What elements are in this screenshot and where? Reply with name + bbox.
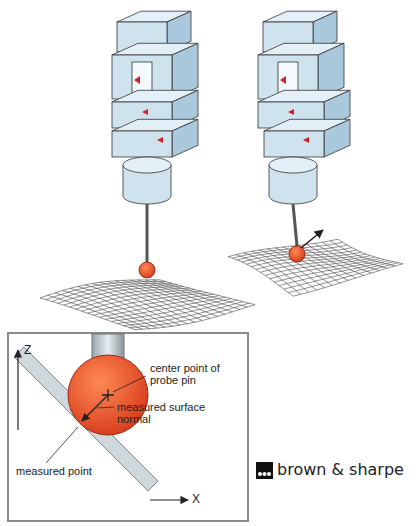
callout-label: center point of probe pin (150, 362, 238, 386)
block-side (324, 119, 350, 157)
axis-label: X (192, 493, 200, 505)
logo-icon (256, 462, 273, 479)
mesh-line (99, 296, 219, 318)
scale-mark (303, 137, 309, 143)
surface-mesh (40, 239, 403, 329)
leader-line (97, 407, 114, 408)
cylinder-top (123, 157, 171, 173)
inset-frame (8, 333, 248, 521)
mesh-line (105, 297, 225, 319)
scale-mark (134, 76, 140, 84)
mesh-line (293, 264, 403, 296)
stylus-ball (289, 246, 305, 262)
axis-label: Z (24, 344, 31, 356)
block-side (172, 119, 198, 157)
mesh-line (288, 263, 398, 293)
probe-head (112, 11, 350, 278)
logo-text: brown & sharpe (277, 461, 404, 479)
stylus (293, 204, 297, 246)
z-axis (17, 350, 18, 430)
x-axis (150, 499, 188, 500)
mesh-line (322, 242, 387, 268)
scale-mark (288, 109, 294, 115)
normal-arrow (82, 395, 108, 421)
mesh-line (228, 257, 293, 297)
mesh-line (123, 302, 243, 326)
callout-label: measured point (16, 465, 106, 477)
mesh-line (145, 280, 240, 310)
mesh-line (129, 303, 249, 328)
mesh-line (48, 295, 143, 329)
mesh-line (338, 239, 403, 264)
mesh-line (299, 245, 364, 275)
mesh-line (130, 280, 225, 314)
mesh-line (123, 280, 218, 316)
scale-mark (142, 109, 148, 115)
deflection-arrow (301, 230, 323, 248)
scale-mark (157, 137, 163, 143)
callout-label: measured surface normal (117, 401, 241, 425)
leader-line (46, 427, 78, 463)
mesh-line (160, 280, 255, 305)
mesh-line (284, 262, 394, 289)
mesh-line (153, 280, 248, 307)
block-front (264, 131, 324, 157)
leader-line (113, 376, 146, 392)
mesh-line (138, 280, 233, 312)
stylus-ball (139, 262, 155, 278)
inset (8, 333, 248, 521)
mesh-line (135, 305, 255, 330)
mesh-line (314, 243, 379, 270)
mesh-line (330, 241, 395, 266)
scale-mark (280, 76, 286, 84)
mesh-line (228, 239, 338, 257)
block-front (112, 131, 172, 157)
mesh-line (93, 294, 213, 315)
cylinder-top (269, 157, 317, 173)
stylus (146, 204, 149, 262)
